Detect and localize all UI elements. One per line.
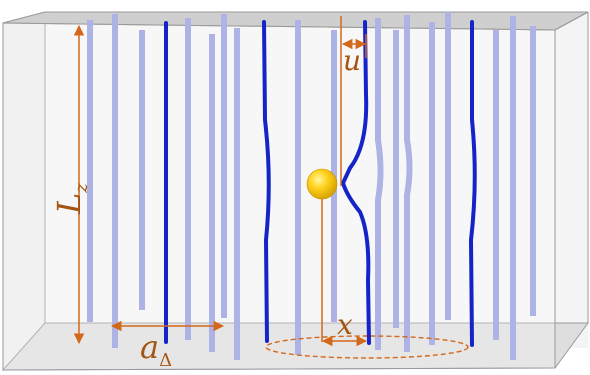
- front-line: [468, 20, 477, 347]
- pinning-sphere: [306, 168, 338, 200]
- pinned-front-line: [340, 20, 371, 345]
- box-back-right-edge: [554, 11, 589, 31]
- u-label: u: [343, 44, 361, 77]
- spacing-label: aΔ: [140, 328, 172, 371]
- height-label: Lz: [50, 183, 92, 215]
- x-label: x: [337, 308, 353, 341]
- background-lines: [87, 12, 536, 360]
- annotations: [73, 16, 368, 347]
- background-line: [404, 15, 413, 352]
- front-line: [262, 20, 271, 343]
- front-lines: [164, 20, 477, 347]
- background-line: [375, 18, 384, 350]
